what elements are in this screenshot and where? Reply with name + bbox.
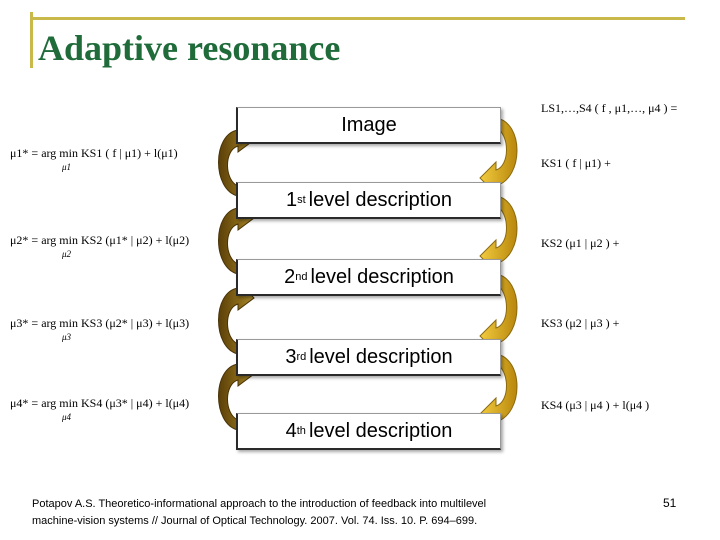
equation-left-4: μ4* = arg min KS4 (μ3* | μ4) + l(μ4) μ4: [10, 396, 189, 411]
citation-line-2: machine-vision systems // Journal of Opt…: [32, 513, 622, 530]
box-level-4-label: level description: [309, 420, 452, 443]
equation-left-4-under: μ4: [62, 412, 71, 422]
equation-left-1-rhs: KS1 ( f | μ1) + l(μ1): [81, 146, 178, 160]
equation-left-3-rhs: KS3 (μ2* | μ3) + l(μ3): [81, 316, 189, 330]
equation-left-1-lhs: μ1* = arg min: [10, 146, 78, 160]
box-image-label: Image: [341, 114, 397, 137]
box-level-4-num: 4: [286, 420, 297, 443]
box-level-3-num: 3: [285, 346, 296, 369]
equation-left-3-lhs: μ3* = arg min: [10, 316, 78, 330]
box-image: Image: [236, 107, 501, 144]
equation-left-4-lhs: μ4* = arg min: [10, 396, 78, 410]
equation-right-0: LS1,…,S4 ( f , μ1,…, μ4 ) =: [541, 101, 677, 116]
box-level-2-label: level description: [310, 266, 453, 289]
equation-left-2-lhs: μ2* = arg min: [10, 233, 78, 247]
equation-left-1-under: μ1: [62, 162, 71, 172]
equation-left-4-rhs: KS4 (μ3* | μ4) + l(μ4): [81, 396, 189, 410]
box-level-3-label: level description: [309, 346, 452, 369]
equation-right-3: KS3 (μ2 | μ3 ) +: [541, 316, 619, 331]
equation-left-3-under: μ3: [62, 332, 71, 342]
box-level-2-num: 2: [284, 266, 295, 289]
equation-left-2-under: μ2: [62, 249, 71, 259]
box-level-1-sup: st: [297, 194, 306, 206]
equation-right-2: KS2 (μ1 | μ2 ) +: [541, 236, 619, 251]
equation-left-1: μ1* = arg min KS1 ( f | μ1) + l(μ1) μ1: [10, 146, 178, 161]
equation-left-2: μ2* = arg min KS2 (μ1* | μ2) + l(μ2) μ2: [10, 233, 189, 248]
box-level-4-sup: th: [297, 425, 306, 437]
box-level-2-sup: nd: [295, 271, 307, 283]
citation-line-1: Potapov A.S. Theoretico-informational ap…: [32, 496, 622, 513]
equation-right-4: KS4 (μ3 | μ4 ) + l(μ4 ): [541, 398, 649, 413]
equation-left-3: μ3* = arg min KS3 (μ2* | μ3) + l(μ3) μ3: [10, 316, 189, 331]
page-number: 51: [663, 496, 676, 510]
equation-right-1: KS1 ( f | μ1) +: [541, 156, 611, 171]
box-level-1-num: 1: [286, 189, 297, 212]
box-level-1-label: level description: [309, 189, 452, 212]
box-level-3-sup: rd: [296, 351, 306, 363]
equation-left-2-rhs: KS2 (μ1* | μ2) + l(μ2): [81, 233, 189, 247]
citation: Potapov A.S. Theoretico-informational ap…: [32, 496, 622, 530]
